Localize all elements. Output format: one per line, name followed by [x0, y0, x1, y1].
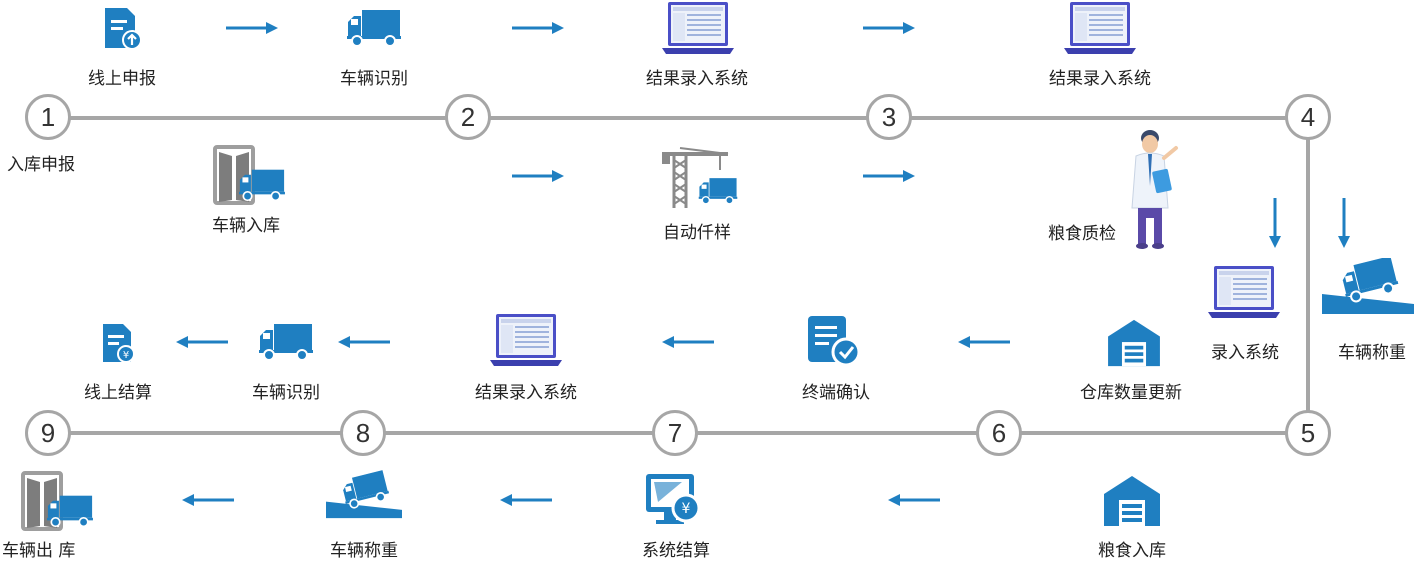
- arrow-right-icon: [512, 170, 564, 182]
- arrow-down-icon: [1269, 198, 1281, 248]
- label-online-settlement: 线上结算: [84, 383, 152, 403]
- laptop-icon: [660, 0, 736, 60]
- svg-text:¥: ¥: [682, 501, 691, 517]
- label-warehouse-update: 仓库数量更新: [1080, 383, 1182, 403]
- label-result-entry-system: 结果录入系统: [646, 69, 748, 89]
- label-result-entry-system: 结果录入系统: [475, 383, 577, 403]
- arrow-right-icon: [863, 170, 915, 182]
- arrow-left-icon: [338, 336, 390, 348]
- label-system-settlement: 系统结算: [642, 541, 710, 561]
- label-online-declare: 线上申报: [88, 69, 156, 89]
- document-yuan-icon: ¥: [103, 324, 135, 363]
- label-inbound-declare: 入库申报: [7, 155, 75, 175]
- laptop-icon: [488, 312, 564, 372]
- step-node-1: 1: [25, 94, 71, 140]
- step-node-9: 9: [25, 410, 71, 456]
- warehouse-icon: [1102, 474, 1162, 528]
- svg-text:¥: ¥: [123, 350, 129, 361]
- inspector-person-icon: [1131, 130, 1178, 249]
- label-auto-sampling: 自动仟样: [663, 223, 731, 243]
- arrow-down-icon: [1338, 198, 1350, 248]
- arrow-right-icon: [512, 22, 564, 34]
- arrow-left-icon: [182, 494, 234, 506]
- label-vehicle-weighing: 车辆称重: [330, 541, 398, 561]
- laptop-icon: [1062, 0, 1138, 60]
- arrow-left-icon: [500, 494, 552, 506]
- monitor-yuan-icon: ¥: [646, 474, 701, 524]
- label-grain-inspection: 粮食质检: [1048, 224, 1116, 244]
- timeline-top: [48, 116, 1310, 120]
- timeline-right: [1306, 118, 1310, 434]
- label-vehicle-recognition: 车辆识别: [340, 69, 408, 89]
- gate-truck-icon: [20, 470, 96, 532]
- truck-icon: [346, 8, 402, 48]
- label-entry-system: 录入系统: [1211, 343, 1279, 363]
- label-vehicle-inbound: 车辆入库: [212, 216, 280, 236]
- arrow-right-icon: [226, 22, 278, 34]
- step-node-7: 7: [652, 410, 698, 456]
- arrow-left-icon: [662, 336, 714, 348]
- document-upload-icon: [105, 8, 142, 50]
- arrow-right-icon: [863, 22, 915, 34]
- step-node-3: 3: [866, 94, 912, 140]
- label-vehicle-weighing: 车辆称重: [1338, 343, 1406, 363]
- arrow-left-icon: [958, 336, 1010, 348]
- step-node-2: 2: [445, 94, 491, 140]
- label-vehicle-exit: 车辆出 库: [2, 541, 76, 561]
- label-vehicle-recognition: 车辆识别: [252, 383, 320, 403]
- truck-icon: [258, 322, 314, 362]
- label-terminal-confirm: 终端确认: [802, 383, 870, 403]
- arrow-left-icon: [888, 494, 940, 506]
- step-node-5: 5: [1285, 410, 1331, 456]
- label-grain-inbound: 粮食入库: [1098, 541, 1166, 561]
- laptop-icon: [1206, 264, 1282, 324]
- step-node-4: 4: [1285, 94, 1331, 140]
- crane-truck-icon: [662, 147, 738, 208]
- truck-scale-icon: [1322, 258, 1414, 314]
- checklist-icon: [808, 316, 861, 367]
- gate-truck-icon: [212, 144, 288, 206]
- arrow-left-icon: [176, 336, 228, 348]
- warehouse-icon: [1104, 318, 1164, 368]
- step-node-8: 8: [340, 410, 386, 456]
- truck-scale-icon: [326, 470, 402, 520]
- step-node-6: 6: [976, 410, 1022, 456]
- label-result-entry-system: 结果录入系统: [1049, 69, 1151, 89]
